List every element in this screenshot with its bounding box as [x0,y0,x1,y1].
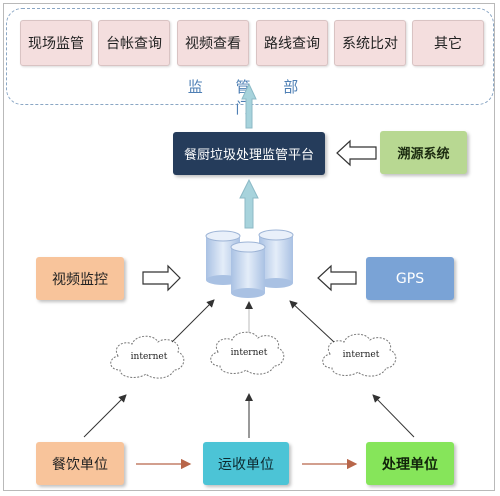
tab-system-compare[interactable]: 系统比对 [334,20,406,66]
transport-unit: 运收单位 [203,442,289,485]
tab-video-view[interactable]: 视频查看 [177,20,249,66]
arrow-processing-to-cloud [372,394,415,438]
gps-box: GPS [366,257,454,300]
tab-other[interactable]: 其它 [412,20,484,66]
arrow-catering-to-cloud [83,394,127,438]
arrow-left-cloud-to-db [171,299,215,343]
tab-onsite-supervision[interactable]: 现场监管 [20,20,92,66]
tab-route-query[interactable]: 路线查询 [256,20,328,66]
hollow-arrow-gps-to-database [317,264,357,292]
cloud-label-left: internet [130,352,168,362]
cloud-label-right: internet [342,350,380,360]
catering-unit: 餐饮单位 [36,442,124,485]
tab-ledger-query[interactable]: 台帐查询 [98,20,170,66]
cloud-icon-right [322,333,397,377]
trace-system: 溯源系统 [380,131,467,174]
cloud-label-middle: internet [230,348,268,358]
diagram-frame [3,3,495,491]
video-monitor: 视频监控 [36,257,124,300]
supervision-platform: 餐厨垃圾处理监管平台 [173,132,325,175]
database-icon [205,229,294,298]
arrow-right-cloud-to-db [289,300,335,343]
processing-unit: 处理单位 [366,442,454,485]
cloud-icon-left [110,335,185,379]
up-arrow-to-department [241,82,257,129]
hollow-arrow-video-to-database [142,264,181,292]
cloud-icon-middle [210,331,285,375]
up-arrow-to-platform [239,178,259,229]
hollow-arrow-trace-to-platform [336,139,377,167]
